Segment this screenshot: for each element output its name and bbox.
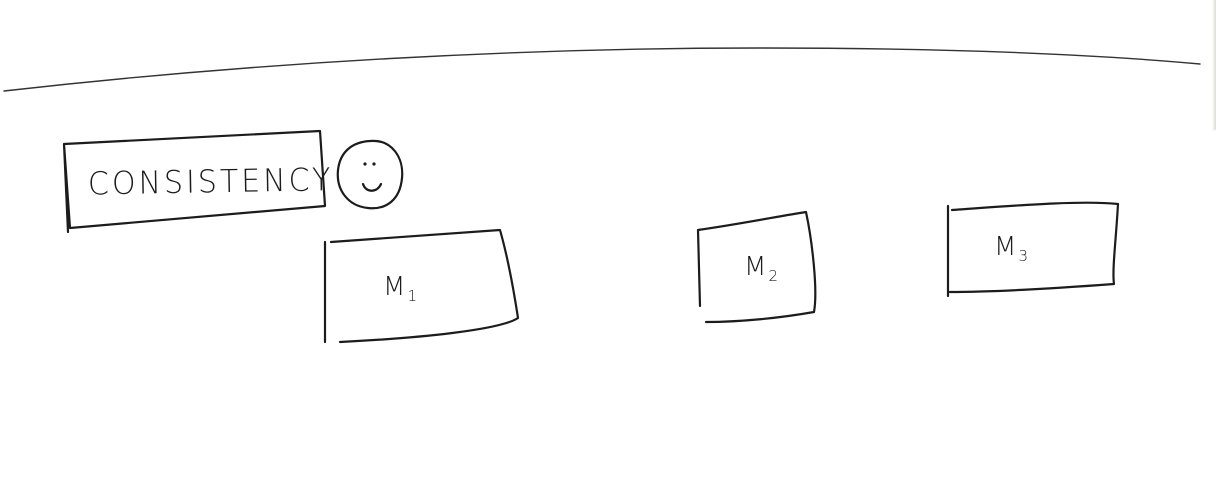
smiley-mouth <box>361 182 383 192</box>
smiley-head <box>336 139 404 210</box>
smiley-eye-right <box>372 162 376 166</box>
consistency-label: CONSISTENCY <box>87 161 334 203</box>
m2-letter: M <box>744 252 767 282</box>
header-divider-line <box>3 47 1201 92</box>
smiley-icon <box>336 139 404 210</box>
m1-box <box>323 228 520 344</box>
consistency-box <box>62 129 327 234</box>
window-edge <box>1212 0 1216 130</box>
smiley-eye-left <box>363 162 367 166</box>
m2-box <box>696 210 817 324</box>
m3-box <box>946 201 1120 298</box>
m1-subscript: 1 <box>407 287 417 305</box>
m3-subscript: 3 <box>1018 247 1028 265</box>
m2-subscript: 2 <box>768 267 778 285</box>
m3-letter: M <box>994 232 1017 262</box>
m1-letter: M <box>383 272 406 302</box>
